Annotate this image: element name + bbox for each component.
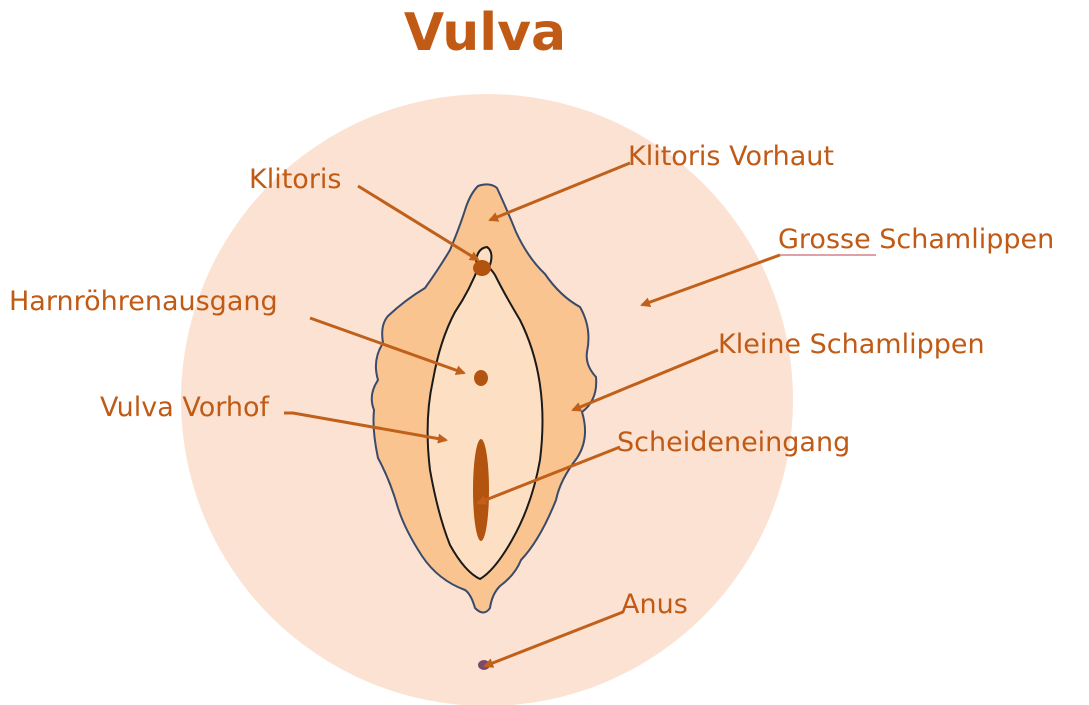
label-anus: Anus — [621, 589, 688, 621]
label-klitoris: Klitoris — [249, 164, 341, 196]
label-vulva-vorhof: Vulva Vorhof — [100, 392, 269, 424]
urethra-dot — [474, 370, 488, 386]
vaginal-opening — [473, 439, 489, 541]
label-kleine-schamlippen: Kleine Schamlippen — [718, 329, 985, 361]
label-grosse-schamlippen: Grosse Schamlippen — [778, 224, 1054, 256]
label-scheideneingang: Scheideneingang — [617, 427, 850, 459]
label-klitoris-vorhaut: Klitoris Vorhaut — [628, 141, 834, 173]
clitoris-dot — [473, 260, 491, 276]
label-harnroehrenausgang: Harnröhrenausgang — [9, 286, 278, 318]
